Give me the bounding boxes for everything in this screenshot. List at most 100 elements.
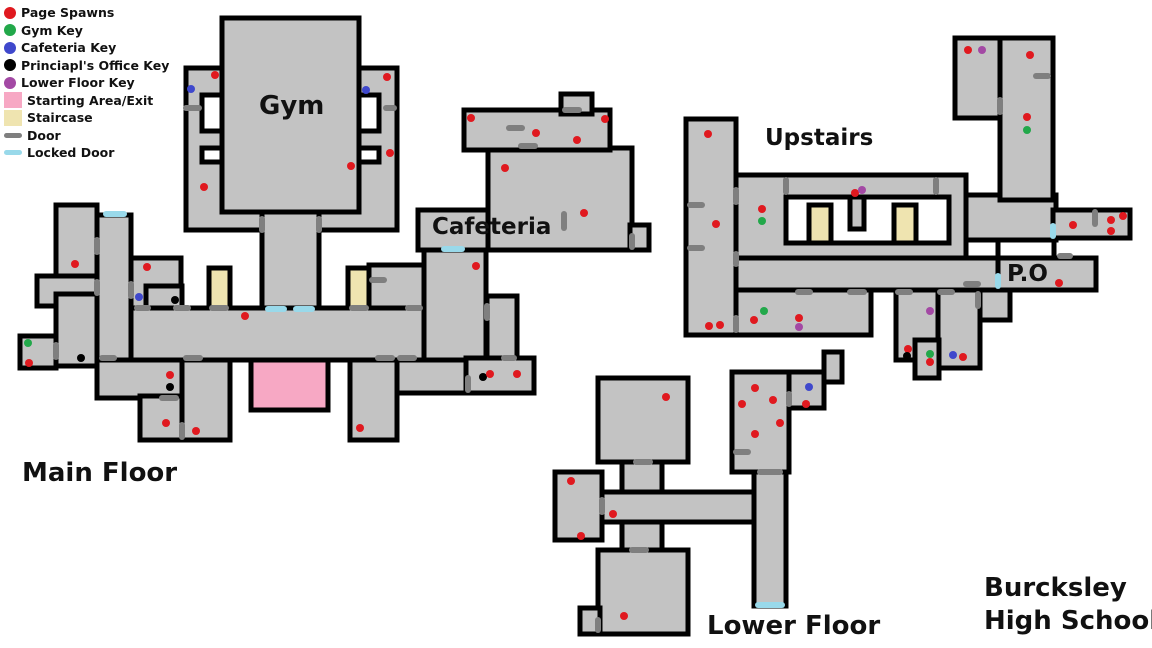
- gym-key-marker: [1023, 126, 1031, 134]
- legend-item-low: Lower Floor Key: [4, 74, 169, 92]
- upstairs-west-room: [683, 116, 739, 338]
- gym-bleacher-right-top: [356, 92, 382, 134]
- legend-label: Page Spawns: [21, 5, 115, 21]
- south-room-a: [179, 357, 233, 443]
- stair-room-right: [366, 262, 427, 311]
- gym-bleacher-right-bottom: [356, 145, 382, 165]
- legend-swatch-low: [4, 76, 16, 89]
- main-floor-label: Main Floor: [22, 458, 178, 488]
- lower-floor-key-marker: [978, 46, 986, 54]
- page-spawn-marker: [750, 316, 758, 324]
- gym-label: Gym: [259, 91, 325, 121]
- page-spawn-marker: [959, 353, 967, 361]
- principal-office-key-marker: [171, 296, 179, 304]
- school-name-line1: Burcksley: [984, 573, 1127, 603]
- page-spawn-marker: [1026, 51, 1034, 59]
- page-spawn-marker: [567, 477, 575, 485]
- legend-item-start: Starting Area/Exit: [4, 92, 169, 110]
- legend-label: Locked Door: [27, 145, 115, 161]
- page-spawn-marker: [486, 370, 494, 378]
- page-spawn-marker: [501, 164, 509, 172]
- gym-key-marker: [760, 307, 768, 315]
- cafeteria-key-marker: [362, 86, 370, 94]
- page-spawn-marker: [25, 359, 33, 367]
- cafeteria-key-marker: [187, 85, 195, 93]
- west-room-upper: [53, 202, 100, 283]
- legend-swatch-stair: [4, 109, 22, 126]
- sw-room-a: [94, 357, 188, 401]
- upstairs-closet: [912, 337, 942, 381]
- east-room-a: [484, 293, 520, 361]
- lower-floor-key-marker: [858, 186, 866, 194]
- legend-item-stair: Staircase: [4, 109, 169, 127]
- legend-label: Cafeteria Key: [21, 40, 117, 56]
- legend-swatch-locked: [4, 150, 22, 156]
- spawn-markers: [24, 46, 1127, 620]
- page-spawn-marker: [573, 136, 581, 144]
- starting-area-exit: [253, 362, 326, 408]
- page-spawn-marker: [200, 183, 208, 191]
- south-room-b: [347, 357, 400, 443]
- lower-floor-key-marker: [795, 323, 803, 331]
- page-spawn-marker: [712, 220, 720, 228]
- school-name-line2: High School: [984, 606, 1152, 636]
- legend-swatch-pri: [4, 59, 16, 72]
- page-spawn-marker: [1107, 216, 1115, 224]
- page-spawn-marker: [580, 209, 588, 217]
- legend-label: Starting Area/Exit: [27, 92, 154, 108]
- legend-label: Lower Floor Key: [21, 75, 135, 91]
- legend-swatch-start: [4, 92, 22, 109]
- legend-item-caf: Cafeteria Key: [4, 39, 169, 57]
- page-spawn-marker: [1055, 279, 1063, 287]
- gym-key-marker: [758, 217, 766, 225]
- lower-south-room: [595, 547, 691, 637]
- upstairs-features: [806, 194, 1057, 261]
- page-spawn-marker: [738, 400, 746, 408]
- page-spawn-marker: [162, 419, 170, 427]
- page-spawn-marker: [601, 115, 609, 123]
- west-wing: [94, 212, 134, 363]
- gym-court: [219, 15, 362, 215]
- lower-east-nook: [821, 349, 845, 385]
- page-spawn-marker: [472, 262, 480, 270]
- legend-item-locked: Locked Door: [4, 144, 169, 162]
- legend-label: Princiapl's Office Key: [21, 57, 170, 73]
- legend-label: Staircase: [27, 110, 93, 126]
- staircase-east: [345, 265, 372, 311]
- legend-item-gym: Gym Key: [4, 22, 169, 40]
- cafeteria-label: Cafeteria: [432, 214, 552, 240]
- upstairs-pillar: [847, 194, 867, 232]
- page-spawn-marker: [467, 114, 475, 122]
- staircase-west: [206, 265, 233, 311]
- doors: [53, 73, 1098, 633]
- cafeteria-main: [485, 145, 635, 253]
- legend-swatch-caf: [4, 41, 16, 54]
- cafeteria-key-marker: [135, 293, 143, 301]
- page-spawn-marker: [386, 149, 394, 157]
- south-room-c: [394, 357, 469, 396]
- gym-corridor: [259, 209, 322, 313]
- upstairs-south-room-d: [977, 287, 1013, 323]
- page-spawn-marker: [926, 358, 934, 366]
- page-spawn-marker: [1119, 212, 1127, 220]
- principal-office-key-marker: [166, 383, 174, 391]
- principal-office-key-marker: [77, 354, 85, 362]
- page-spawn-marker: [1069, 221, 1077, 229]
- page-spawn-marker: [795, 314, 803, 322]
- lower-east-hall: [751, 469, 789, 609]
- legend-item-pri: Princiapl's Office Key: [4, 57, 169, 75]
- page-spawn-marker: [851, 189, 859, 197]
- lower-north-room: [595, 375, 691, 465]
- page-spawn-marker: [241, 312, 249, 320]
- page-spawn-marker: [211, 71, 219, 79]
- page-spawn-marker: [166, 371, 174, 379]
- west-room-lower: [53, 291, 100, 369]
- legend-item-page: Page Spawns: [4, 4, 169, 22]
- upstairs-south-room-a: [733, 287, 874, 338]
- lower-floor-plan: [552, 349, 845, 637]
- legend-label: Door: [27, 127, 61, 143]
- legend-swatch-gym: [4, 24, 16, 37]
- page-spawn-marker: [1023, 113, 1031, 121]
